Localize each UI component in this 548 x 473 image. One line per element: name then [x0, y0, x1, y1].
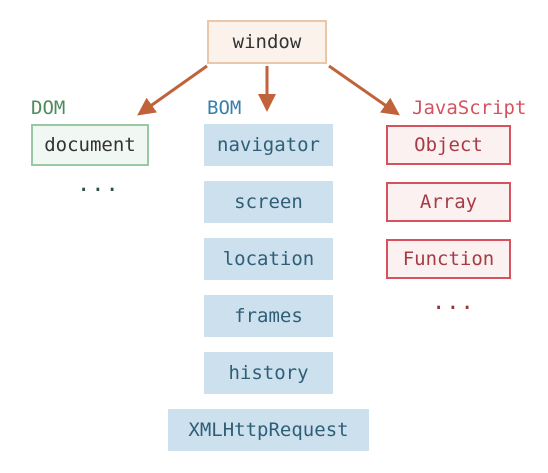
arrow-to-dom	[137, 64, 208, 116]
js-node-function: Function	[386, 239, 511, 279]
dom-more-ellipsis: ...	[77, 172, 120, 197]
js-node-array: Array	[386, 182, 511, 222]
bom-node-navigator: navigator	[204, 124, 333, 166]
bom-heading: BOM	[207, 97, 242, 119]
arrow-to-javascript	[328, 64, 400, 116]
bom-node-xmlhttprequest: XMLHttpRequest	[168, 409, 369, 451]
bom-node-frames: frames	[204, 295, 333, 337]
js-node-object: Object	[386, 125, 511, 165]
dom-heading: DOM	[31, 97, 66, 119]
javascript-heading: JavaScript	[412, 97, 527, 119]
bom-node-history: history	[204, 352, 333, 394]
bom-node-screen: screen	[204, 181, 333, 223]
window-node: window	[207, 20, 327, 64]
dom-node-document: document	[31, 124, 149, 166]
js-more-ellipsis: ...	[432, 290, 475, 315]
bom-node-location: location	[204, 238, 333, 280]
